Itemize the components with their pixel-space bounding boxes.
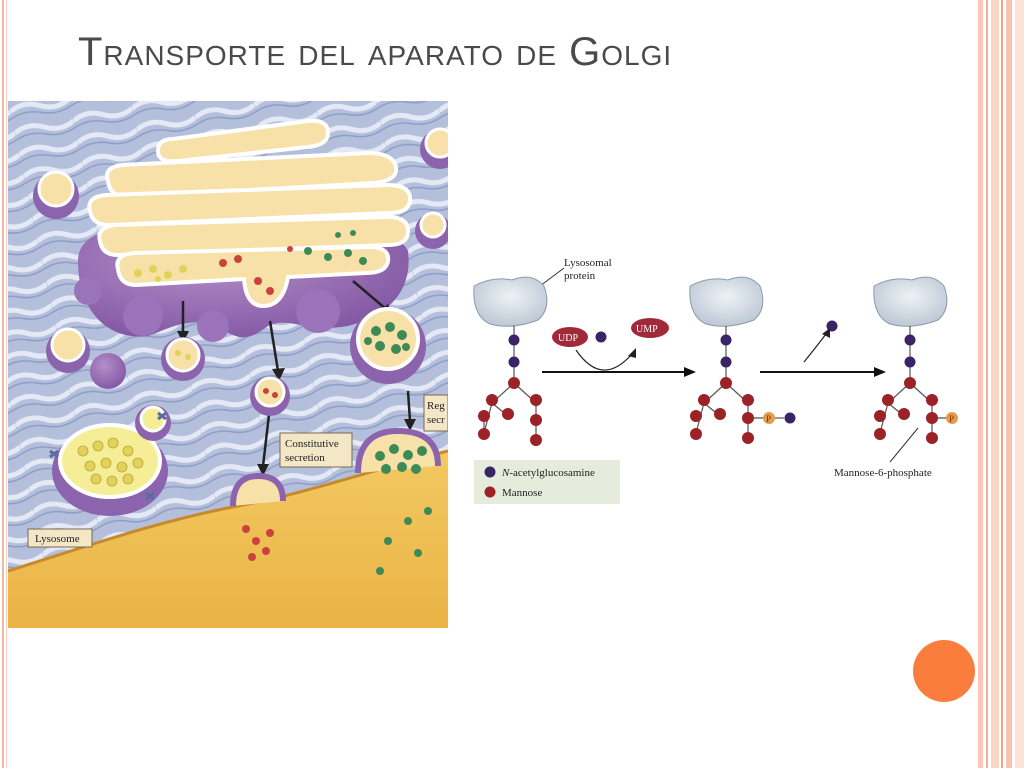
svg-text:Reg: Reg (427, 400, 445, 412)
legend-mannose-swatch (484, 486, 496, 498)
svg-text:P: P (766, 414, 771, 424)
legend-nag-swatch (484, 466, 496, 478)
svg-text:Constitutive: Constitutive (285, 438, 339, 450)
legend: N-acetylglucosamine Mannose (474, 460, 620, 504)
svg-text:secr: secr (427, 414, 445, 426)
right-border (978, 0, 1024, 768)
ump-badge: UMP (631, 318, 669, 338)
svg-text:N-acetylglucosamine: N-acetylglucosamine (501, 467, 595, 479)
svg-text:Lysosome: Lysosome (35, 533, 80, 545)
floating-vesicles (33, 127, 448, 389)
slide-title: Transporte del aparato de Golgi (78, 30, 673, 74)
mannose-6-phosphate-pathway: Lysosomal protein UDP UMP (472, 238, 972, 520)
cell-membrane-region (8, 451, 448, 628)
left-border (0, 0, 9, 768)
svg-text:protein: protein (564, 270, 596, 282)
svg-text:UDP: UDP (558, 333, 578, 344)
udp-badge: UDP (552, 327, 588, 347)
lysosomal-protein-label: Lysosomal (564, 257, 612, 269)
golgi-transport-illustration: Lysosome Constitutive secretion Reg secr (8, 101, 448, 628)
label-lysosome: Lysosome (27, 528, 93, 548)
glycoprotein-stage-3: P (873, 276, 958, 444)
svg-text:Mannose: Mannose (502, 487, 542, 499)
glycoprotein-stage-2: P (689, 276, 796, 444)
mannose-6-phosphate-label: Mannose-6-phosphate (834, 467, 932, 479)
decorative-orange-dot (913, 640, 975, 702)
label-constitutive-secretion: Constitutive secretion (279, 432, 353, 468)
glycoprotein-stage-1 (473, 276, 548, 446)
label-regulated-secretion: Reg secr (423, 394, 448, 432)
golgi-stack (74, 118, 413, 342)
svg-text:secretion: secretion (285, 452, 325, 464)
svg-text:P: P (949, 414, 954, 424)
svg-text:UMP: UMP (636, 324, 658, 335)
